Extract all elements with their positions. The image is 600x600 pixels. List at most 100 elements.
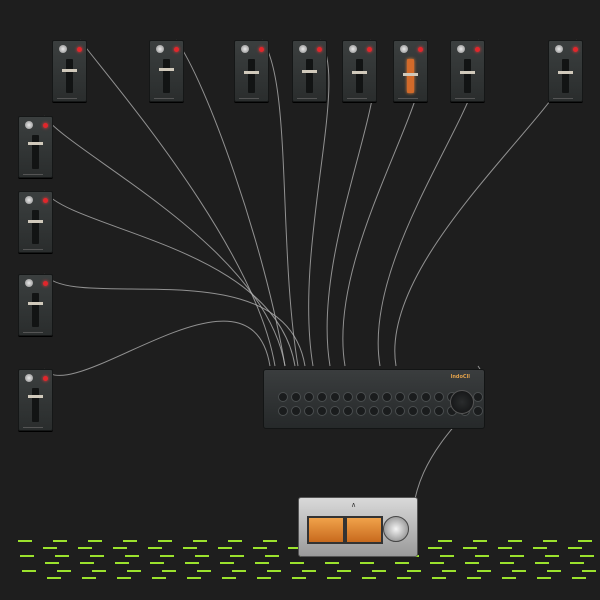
channel-button[interactable] [395, 406, 405, 416]
patch-cable[interactable] [261, 39, 299, 367]
step-indicator [88, 540, 102, 542]
step-indicator [397, 577, 411, 579]
fader-track[interactable] [306, 59, 313, 93]
patch-cable[interactable] [43, 190, 296, 367]
fader-handle[interactable] [460, 70, 475, 74]
step-indicator [502, 577, 516, 579]
output-dial-icon[interactable] [383, 516, 409, 542]
channel-button[interactable] [395, 392, 405, 402]
volume-knob-icon[interactable] [59, 45, 67, 53]
volume-knob-icon[interactable] [457, 45, 465, 53]
channel-button[interactable] [421, 392, 431, 402]
channel-button[interactable] [278, 392, 288, 402]
instrument-module-12[interactable] [18, 369, 53, 431]
channel-button[interactable] [330, 392, 340, 402]
channel-button[interactable] [382, 392, 392, 402]
instrument-module-1[interactable] [52, 40, 87, 102]
patch-cable[interactable] [43, 273, 306, 367]
instrument-module-5[interactable] [342, 40, 377, 102]
fader-track[interactable] [464, 59, 471, 93]
volume-knob-icon[interactable] [25, 196, 33, 204]
vu-meter-unit[interactable]: ∧ [298, 497, 418, 557]
instrument-module-3[interactable] [234, 40, 269, 102]
patch-cable[interactable] [175, 39, 286, 367]
volume-knob-icon[interactable] [241, 45, 249, 53]
channel-button[interactable] [291, 406, 301, 416]
fader-track[interactable] [32, 293, 39, 327]
volume-knob-icon[interactable] [555, 45, 563, 53]
mixer-console[interactable]: lndoCll [263, 369, 485, 429]
step-indicator [228, 540, 242, 542]
channel-button[interactable] [291, 392, 301, 402]
divider [553, 98, 573, 99]
fader-track[interactable] [248, 59, 255, 93]
channel-button[interactable] [356, 406, 366, 416]
step-indicator [160, 555, 174, 557]
channel-button[interactable] [343, 392, 353, 402]
fader-track[interactable] [562, 59, 569, 93]
fader-handle[interactable] [28, 142, 43, 146]
channel-button[interactable] [278, 406, 288, 416]
instrument-module-7[interactable] [450, 40, 485, 102]
channel-button[interactable] [304, 406, 314, 416]
instrument-module-9[interactable] [18, 116, 53, 178]
channel-button[interactable] [369, 392, 379, 402]
volume-knob-icon[interactable] [25, 121, 33, 129]
fader-handle[interactable] [28, 394, 43, 398]
channel-button[interactable] [434, 406, 444, 416]
channel-button[interactable] [343, 406, 353, 416]
instrument-module-4[interactable] [292, 40, 327, 102]
patch-cable[interactable] [43, 320, 271, 376]
fader-track[interactable] [32, 388, 39, 422]
patch-cable[interactable] [43, 115, 286, 367]
channel-button[interactable] [330, 406, 340, 416]
channel-button[interactable] [317, 392, 327, 402]
channel-button[interactable] [434, 392, 444, 402]
fader-track[interactable] [407, 59, 414, 93]
channel-button[interactable] [317, 406, 327, 416]
instrument-module-11[interactable] [18, 274, 53, 336]
fader-handle[interactable] [28, 301, 43, 305]
volume-knob-icon[interactable] [25, 279, 33, 287]
channel-button[interactable] [408, 406, 418, 416]
fader-handle[interactable] [403, 72, 418, 76]
channel-button[interactable] [304, 392, 314, 402]
fader-handle[interactable] [28, 220, 43, 224]
fader-handle[interactable] [352, 70, 367, 74]
fader-handle[interactable] [62, 68, 77, 72]
patch-cable[interactable] [308, 39, 330, 367]
fader-handle[interactable] [558, 70, 573, 74]
fader-track[interactable] [32, 135, 39, 169]
fader-track[interactable] [356, 59, 363, 93]
fader-handle[interactable] [244, 71, 259, 75]
channel-button[interactable] [356, 392, 366, 402]
fader-track[interactable] [32, 210, 39, 244]
mixer-knob-icon[interactable] [450, 390, 474, 414]
channel-button[interactable] [421, 406, 431, 416]
step-indicator [302, 570, 316, 572]
step-indicator [498, 547, 512, 549]
channel-button[interactable] [369, 406, 379, 416]
instrument-module-10[interactable] [18, 191, 53, 253]
fader-handle[interactable] [302, 69, 317, 73]
fader-track[interactable] [66, 59, 73, 93]
divider [23, 332, 43, 333]
channel-button[interactable] [473, 406, 483, 416]
instrument-module-6[interactable] [393, 40, 428, 102]
channel-button[interactable] [408, 392, 418, 402]
instrument-module-2[interactable] [149, 40, 184, 102]
fader-handle[interactable] [159, 67, 174, 71]
instrument-module-8[interactable] [548, 40, 583, 102]
volume-knob-icon[interactable] [299, 45, 307, 53]
patch-cable[interactable] [79, 39, 276, 367]
channel-button[interactable] [473, 392, 483, 402]
channel-button[interactable] [382, 406, 392, 416]
fader-track[interactable] [163, 59, 170, 93]
volume-knob-icon[interactable] [25, 374, 33, 382]
step-indicator [475, 555, 489, 557]
volume-knob-icon[interactable] [400, 45, 408, 53]
volume-knob-icon[interactable] [349, 45, 357, 53]
volume-knob-icon[interactable] [156, 45, 164, 53]
